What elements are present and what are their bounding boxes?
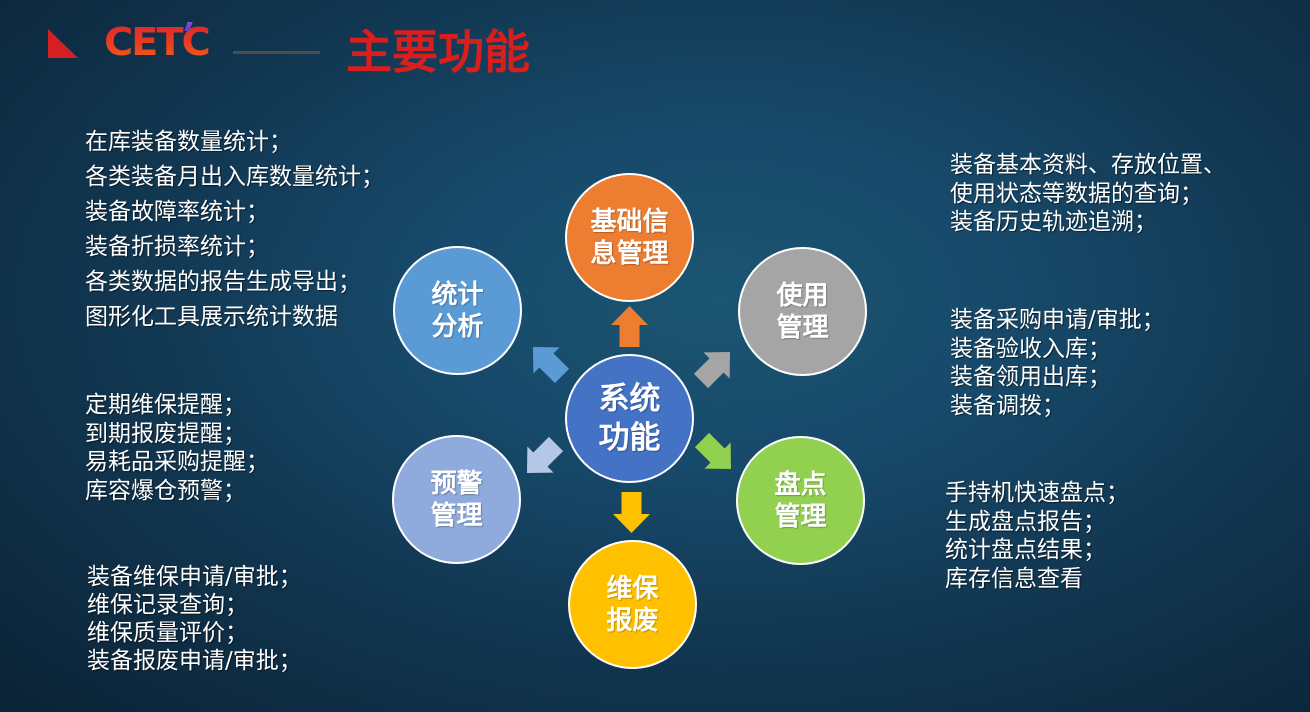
description-line: 装备采购申请/审批； xyxy=(950,307,1165,333)
logo-triangle-icon xyxy=(48,29,78,58)
description-line: 库存信息查看 xyxy=(945,565,1083,592)
description-line: 使用状态等数据的查询； xyxy=(950,180,1203,207)
cetc-logo: CETC xyxy=(104,20,211,64)
node-label: 功能 xyxy=(598,419,661,456)
arrow-down-icon xyxy=(613,492,650,533)
usage-description: 装备采购申请/审批； 装备验收入库； 装备领用出库； 装备调拨； xyxy=(950,306,1165,420)
node-label: 统计 xyxy=(431,279,484,310)
description-line: 装备折损率统计； xyxy=(85,234,269,260)
node-label: 管理 xyxy=(430,500,483,531)
node-label: 管理 xyxy=(776,312,829,343)
header-divider xyxy=(233,51,320,54)
statistics-description: 在库装备数量统计； 各类装备月出入库数量统计； 装备故障率统计； 装备折损率统计… xyxy=(85,125,384,335)
description-line: 装备验收入库； xyxy=(950,335,1111,362)
description-line: 各类装备月出入库数量统计； xyxy=(85,164,384,190)
node-label: 分析 xyxy=(431,311,484,342)
description-line: 装备调拨； xyxy=(950,392,1065,419)
description-line: 易耗品采购提醒； xyxy=(85,449,269,475)
node-label: 系统 xyxy=(598,380,661,417)
description-line: 各类数据的报告生成导出； xyxy=(85,269,361,295)
node-label: 息管理 xyxy=(590,238,669,269)
description-line: 到期报废提醒； xyxy=(85,420,246,447)
description-line: 统计盘点结果； xyxy=(945,537,1106,563)
description-line: 生成盘点报告； xyxy=(945,508,1106,535)
node-label: 维保 xyxy=(606,573,659,604)
description-line: 装备基本资料、存放位置、 xyxy=(950,152,1226,178)
node-label: 预警 xyxy=(430,468,483,499)
basic-info-description: 装备基本资料、存放位置、 使用状态等数据的查询； 装备历史轨迹追溯； xyxy=(950,151,1226,237)
description-line: 定期维保提醒； xyxy=(85,392,246,418)
node-maintenance: 维保 报废 xyxy=(568,540,697,669)
node-center-system-functions: 系统 功能 xyxy=(565,354,694,483)
description-line: 维保质量评价； xyxy=(87,620,248,646)
warning-description: 定期维保提醒； 到期报废提醒； 易耗品采购提醒； 库容爆仓预警； xyxy=(85,391,269,505)
node-label: 管理 xyxy=(774,501,827,532)
node-label: 报废 xyxy=(606,605,659,636)
description-line: 在库装备数量统计； xyxy=(85,129,292,155)
node-basic-info: 基础信 息管理 xyxy=(565,173,694,302)
description-line: 装备报废申请/审批； xyxy=(87,648,302,674)
description-line: 手持机快速盘点； xyxy=(945,480,1129,506)
description-line: 图形化工具展示统计数据 xyxy=(85,304,338,330)
page-title: 主要功能 xyxy=(346,25,530,79)
description-line: 装备历史轨迹追溯； xyxy=(950,209,1157,235)
node-statistics: 统计 分析 xyxy=(393,246,522,375)
description-line: 装备维保申请/审批； xyxy=(87,564,302,590)
node-label: 基础信 xyxy=(590,206,669,237)
node-label: 使用 xyxy=(776,280,829,311)
description-line: 装备领用出库； xyxy=(950,364,1111,390)
arrow-up-right-icon xyxy=(687,338,744,395)
node-label: 盘点 xyxy=(774,469,827,500)
node-warning: 预警 管理 xyxy=(392,435,521,564)
maintenance-description: 装备维保申请/审批； 维保记录查询； 维保质量评价； 装备报废申请/审批； xyxy=(87,563,302,675)
inventory-description: 手持机快速盘点； 生成盘点报告； 统计盘点结果； 库存信息查看 xyxy=(945,479,1129,593)
node-usage: 使用 管理 xyxy=(738,247,867,376)
description-line: 装备故障率统计； xyxy=(85,199,269,225)
arrow-down-left-icon xyxy=(513,430,570,487)
arrow-up-left-icon xyxy=(519,333,576,390)
description-line: 库容爆仓预警； xyxy=(85,477,246,504)
node-inventory: 盘点 管理 xyxy=(736,436,865,565)
description-line: 维保记录查询； xyxy=(87,592,248,618)
arrow-down-right-icon xyxy=(688,426,745,483)
arrow-up-icon xyxy=(611,306,648,347)
